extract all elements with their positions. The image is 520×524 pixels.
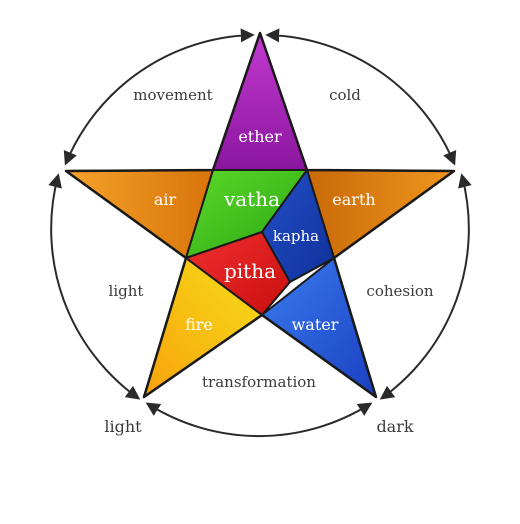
label-ether: ether	[238, 127, 282, 146]
pitha-region	[185, 231, 291, 316]
center-pentagon	[185, 169, 335, 316]
arc-top-right	[265, 28, 457, 166]
arc-left	[48, 173, 141, 400]
arc-top-left	[63, 28, 255, 166]
star-outline	[64, 31, 456, 399]
arc-label-cohesion: cohesion	[366, 282, 433, 300]
label-pitha: pitha	[224, 259, 276, 283]
corner-label-light: light	[104, 417, 142, 436]
arc-bottom	[145, 402, 373, 438]
arc-label-movement: movement	[133, 86, 212, 104]
label-air: air	[154, 190, 177, 209]
arc-label-transformation: transformation	[202, 373, 316, 391]
label-kapha: kapha	[273, 227, 319, 245]
ether-point	[212, 32, 308, 171]
label-water: water	[292, 315, 339, 334]
cycle-arcs	[48, 28, 472, 438]
arc-label-cold: cold	[329, 86, 361, 104]
corner-label-dark: dark	[376, 417, 413, 436]
label-vatha: vatha	[223, 187, 280, 211]
label-fire: fire	[185, 315, 213, 334]
label-earth: earth	[332, 190, 375, 209]
arc-right	[379, 173, 472, 400]
arc-label-light-left: light	[109, 282, 144, 300]
